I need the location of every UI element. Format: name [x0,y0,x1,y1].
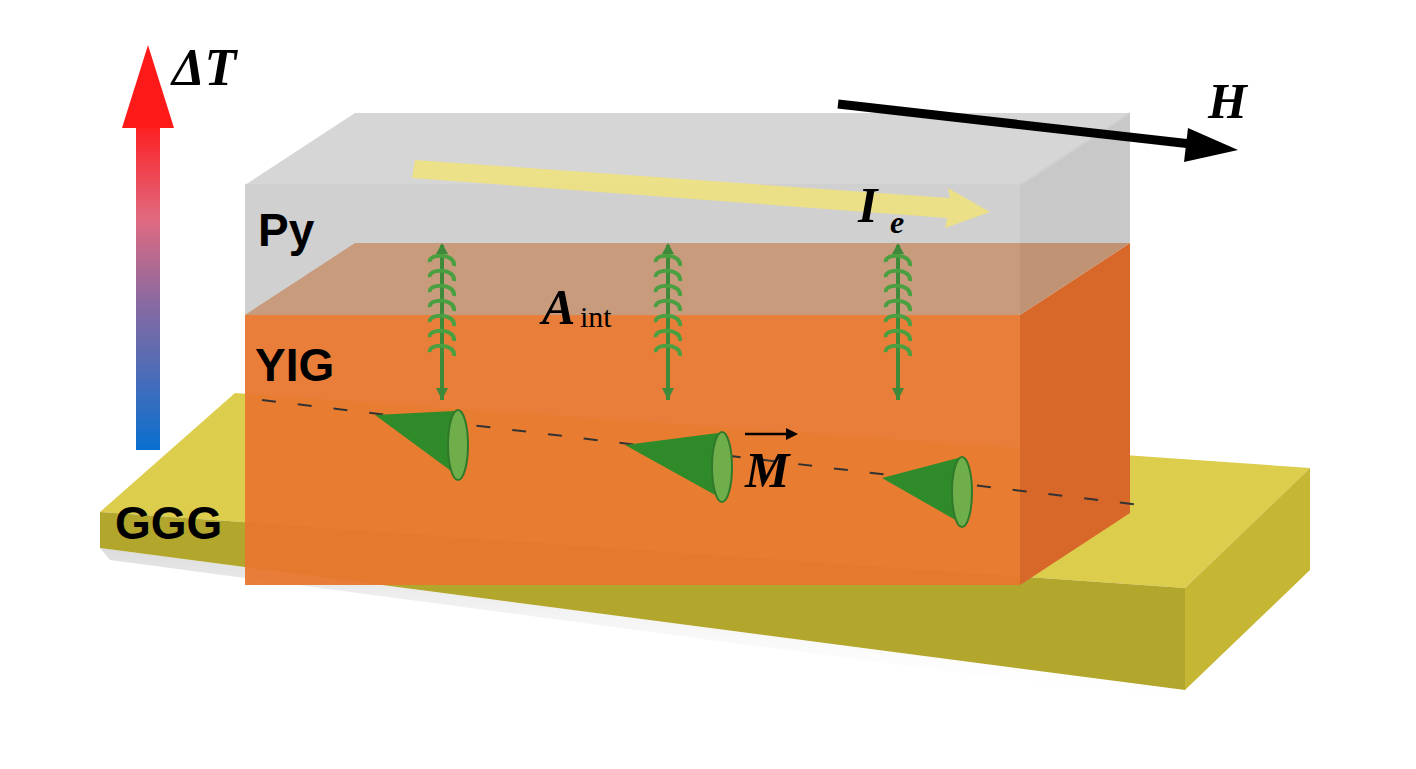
py-layer [245,113,1130,315]
coupling-subscript: int [580,302,612,332]
axis-line [262,400,1140,505]
vector-overarrow [745,428,798,440]
current-subscript: e [890,206,904,238]
field-arrow [838,104,1238,162]
temperature-gradient-label: ΔT [172,42,236,94]
layer-name: Py [258,207,314,253]
current-symbol: I [858,180,877,230]
field-label: H [1208,76,1247,126]
temperature-arrow [122,45,174,450]
coupling-symbol: A [542,282,575,332]
magnetization-symbol: M [745,445,789,495]
layer-name: YIG [255,342,334,388]
layer-name: GGG [115,500,222,546]
interface-springs [430,243,910,400]
magnetization-cones [375,410,972,527]
